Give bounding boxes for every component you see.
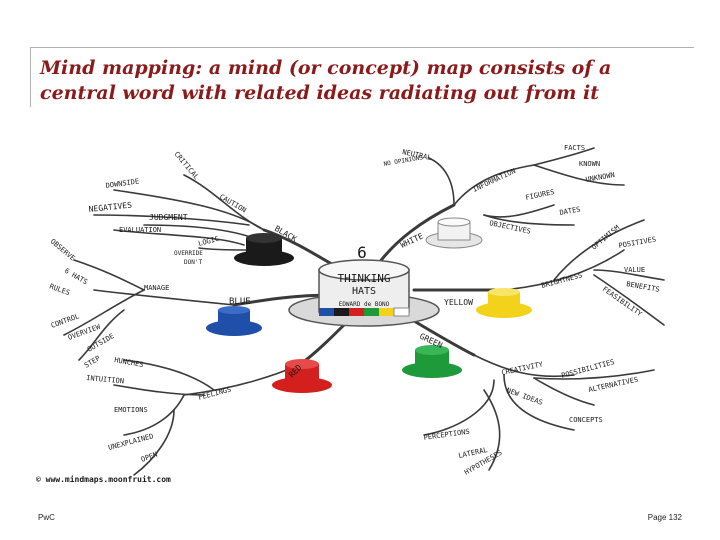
blue-6-hats: 6 HATS [63, 267, 89, 287]
yellow-hat [476, 288, 532, 318]
green-creativity: CREATIVITY [501, 360, 545, 377]
yellow-brightness: BRIGHTNESS [540, 271, 583, 290]
red-unexplained: UNEXPLAINED [107, 432, 154, 452]
white-unknown: UNKNOWN [585, 171, 615, 184]
white-facts: FACTS [564, 144, 585, 152]
white-hat [425, 217, 483, 249]
yellow-positives: POSITIVES [618, 236, 657, 250]
yellow-feasibility: FEASIBILITY [601, 285, 644, 319]
green-hat [402, 345, 462, 378]
black-judgment: JUDGMENT [149, 213, 188, 222]
blue-control: CONTROL [50, 312, 80, 330]
yellow-benefits: BENEFITS [626, 280, 661, 294]
page-number: Page 132 [647, 513, 682, 522]
blue-rules: RULES [48, 282, 71, 297]
white-information: INFORMATION [471, 167, 516, 194]
label-white: WHITE [399, 231, 425, 249]
center-number: 6 [357, 243, 367, 262]
yellow-value: VALUE [624, 266, 645, 274]
map-credit: © www.mindmaps.moonfruit.com [36, 474, 171, 484]
center-thinking: THINKING [338, 272, 391, 285]
black-downside: DOWNSIDE [105, 177, 140, 190]
black-negatives: NEGATIVES [88, 200, 132, 214]
white-dates: DATES [559, 205, 581, 217]
footer-brand: PwC [38, 513, 55, 522]
black-dont: DON'T [184, 259, 202, 266]
white-known: KNOWN [579, 160, 600, 168]
red-feelings: FEELINGS [197, 385, 232, 401]
center-hats: HATS [352, 286, 376, 297]
white-figures: FIGURES [525, 188, 556, 202]
label-blue: BLUE [229, 297, 251, 307]
mind-map: 6 THINKING HATS EDWARD de BONO BLACK WHI… [36, 144, 665, 484]
left-rule [30, 47, 31, 107]
red-intuition: INTUITION [86, 374, 124, 385]
black-override: OVERRIDE [174, 250, 203, 257]
blue-hat [206, 306, 262, 336]
green-new-ideas: NEW IDEAS [505, 386, 543, 406]
slide-title: Mind mapping: a mind (or concept) map co… [40, 57, 612, 104]
blue-manage: MANAGE [144, 284, 169, 292]
black-hat [234, 233, 294, 266]
center-author: EDWARD de BONO [339, 301, 390, 308]
blue-observe: OBSERVE [49, 237, 77, 262]
blue-step: STEP [83, 354, 102, 369]
blue-outside: OUTSIDE [86, 332, 116, 354]
black-evaluation: EVALUATION [119, 226, 161, 234]
top-rule [30, 47, 694, 48]
green-concepts: CONCEPTS [569, 416, 603, 424]
yellow-optimism: OPTIMISM [590, 224, 621, 252]
green-perceptions: PERCEPTIONS [423, 428, 470, 442]
label-yellow: YELLOW [444, 298, 473, 307]
red-emotions: EMOTIONS [114, 406, 148, 414]
red-hunches: HUNCHES [114, 356, 144, 369]
red-hat [272, 359, 332, 393]
central-hat [288, 259, 440, 327]
